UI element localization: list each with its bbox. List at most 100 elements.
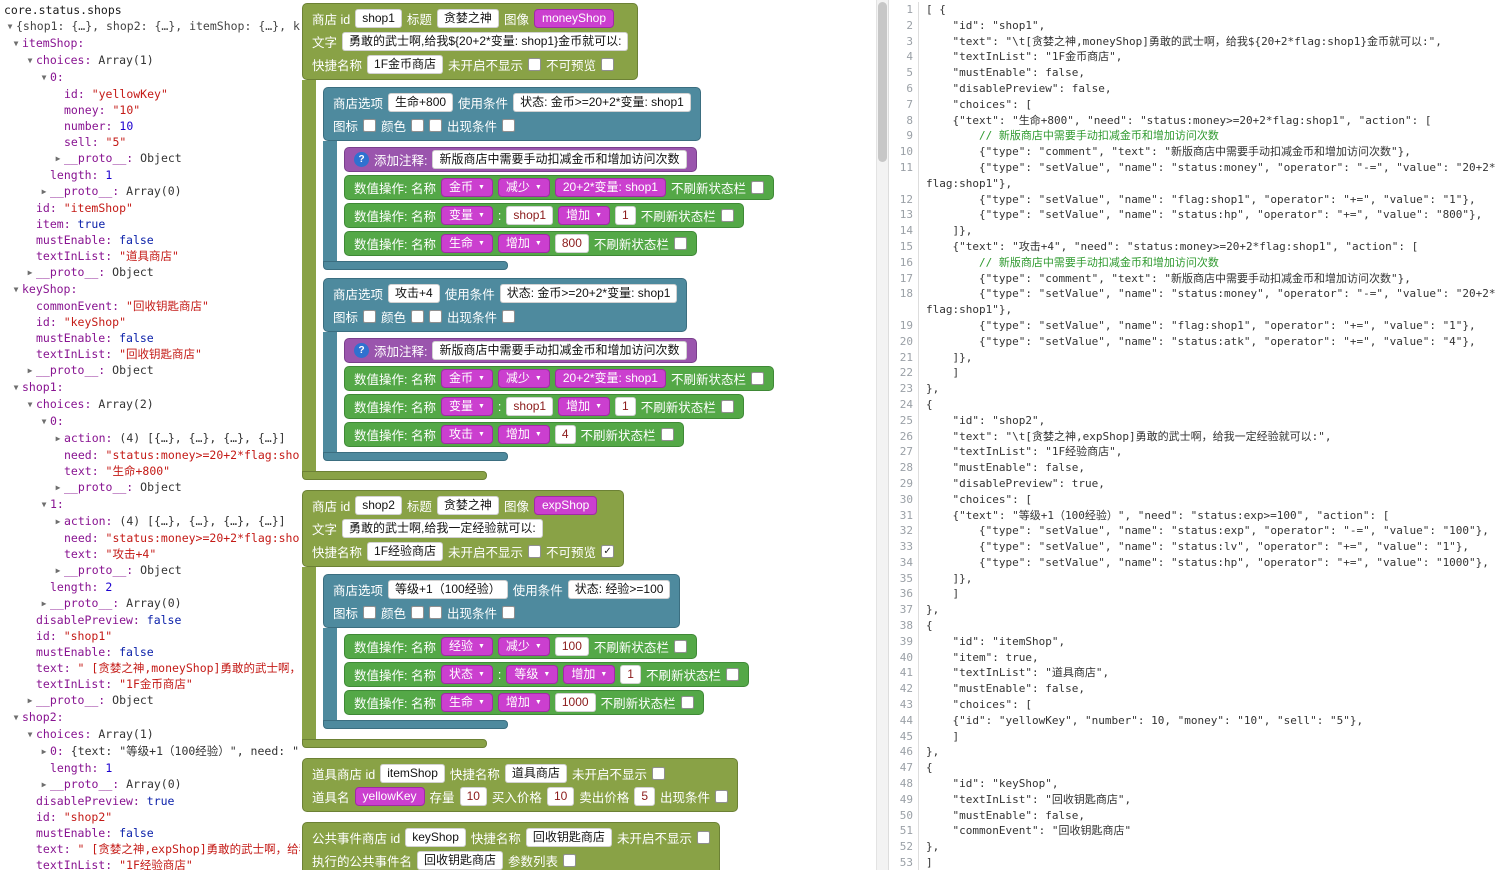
code-line[interactable]: 9 // 新版商店中需要手动扣减金币和增加访问次数	[889, 128, 1501, 145]
block-dropdown[interactable]: 增加▼	[497, 425, 550, 444]
block-value-field[interactable]: 10	[546, 787, 575, 806]
block-text-field[interactable]: 贪婪之神	[436, 496, 499, 515]
expand-arrow-icon[interactable]: ▶	[27, 696, 33, 705]
code-line[interactable]: 8 {"text": "生命+800", "need": "status:mon…	[889, 112, 1501, 129]
code-line[interactable]: 13 {"type": "setValue", "name": "status:…	[889, 207, 1501, 224]
block-checkbox[interactable]	[680, 696, 694, 709]
block-text-field[interactable]: 新版商店中需要手动扣减金币和增加访问次数	[432, 150, 687, 169]
block-text-field[interactable]: 新版商店中需要手动扣减金币和增加访问次数	[432, 341, 687, 360]
block-dropdown[interactable]: 增加▼	[558, 397, 611, 416]
block-dropdown[interactable]: 攻击▼	[440, 425, 493, 444]
code-line[interactable]: 27 "textInList": "1F经验商店",	[889, 444, 1501, 461]
block-text-field[interactable]: 状态: 金币>=20+2*变量: shop1	[499, 284, 678, 303]
vertical-scrollbar[interactable]	[876, 0, 888, 870]
code-editor[interactable]: 1[ {2 "id": "shop1",3 "text": "\t[贪婪之神,m…	[888, 0, 1501, 870]
block-dropdown[interactable]: 状态▼	[440, 665, 493, 684]
code-line[interactable]: 29 "disablePreview": true,	[889, 475, 1501, 492]
block-text-field[interactable]: 回收钥匙商店	[525, 828, 612, 847]
block-text-field[interactable]: shop1	[355, 9, 402, 28]
block-value-field[interactable]: 800	[554, 234, 589, 253]
collapse-arrow-icon[interactable]: ▼	[27, 730, 33, 739]
block-text-field[interactable]: 道具商店	[504, 764, 567, 783]
block-value-field[interactable]: 1	[620, 665, 641, 684]
code-line[interactable]: 52},	[889, 839, 1501, 856]
block-value-field[interactable]: 1	[615, 206, 636, 225]
expand-arrow-icon[interactable]: ▶	[55, 517, 61, 526]
expand-arrow-icon[interactable]: ▶	[41, 780, 47, 789]
block-checkbox[interactable]	[411, 606, 425, 619]
block-dropdown[interactable]: 生命▼	[440, 234, 493, 253]
code-line[interactable]: 11 {"type": "setValue", "name": "status:…	[889, 159, 1501, 192]
block-checkbox[interactable]	[715, 790, 729, 803]
code-line[interactable]: 39 "id": "itemShop",	[889, 633, 1501, 650]
block-dropdown[interactable]: 增加▼	[558, 206, 611, 225]
block-value-field[interactable]: 100	[554, 637, 589, 656]
code-line[interactable]: 24{	[889, 396, 1501, 413]
block-checkbox[interactable]	[720, 209, 734, 222]
comment-block[interactable]: ?添加注释:新版商店中需要手动扣减金币和增加访问次数	[344, 147, 697, 172]
block-text-field[interactable]: 生命+800	[388, 93, 454, 112]
block-checkbox[interactable]	[726, 668, 739, 681]
block-checkbox[interactable]	[528, 545, 542, 558]
code-line[interactable]: 50 "mustEnable": false,	[889, 807, 1501, 824]
code-line[interactable]: 30 "choices": [	[889, 491, 1501, 508]
code-line[interactable]: 1[ {	[889, 2, 1501, 18]
block-checkbox[interactable]	[673, 640, 687, 653]
block-checkbox[interactable]	[660, 428, 674, 441]
block-checkbox[interactable]	[363, 119, 377, 132]
block-checkbox[interactable]	[502, 606, 516, 619]
block-checkbox[interactable]	[720, 400, 734, 413]
collapse-arrow-icon[interactable]: ▼	[13, 383, 19, 392]
block-dropdown[interactable]: 金币▼	[440, 178, 493, 197]
block-text-field[interactable]: 攻击+4	[388, 284, 440, 303]
code-line[interactable]: 35 ]},	[889, 570, 1501, 587]
block-dropdown[interactable]: 变量▼	[440, 206, 493, 225]
block-dropdown[interactable]: 减少▼	[497, 369, 550, 388]
collapse-arrow-icon[interactable]: ▼	[13, 39, 19, 48]
block-text-field[interactable]: 1F经验商店	[367, 542, 444, 561]
block-text-field[interactable]: 贪婪之神	[436, 9, 499, 28]
collapse-arrow-icon[interactable]: ▼	[41, 73, 47, 82]
code-line[interactable]: 25 "id": "shop2",	[889, 412, 1501, 429]
collapse-arrow-icon[interactable]: ▼	[7, 22, 13, 31]
block-checkbox[interactable]	[363, 606, 377, 619]
block-checkbox[interactable]	[651, 767, 665, 780]
code-line[interactable]: 5 "mustEnable": false,	[889, 65, 1501, 81]
collapse-arrow-icon[interactable]: ▼	[41, 417, 47, 426]
block-text-field[interactable]: 回收钥匙商店	[417, 851, 504, 870]
block-dropdown[interactable]: 变量▼	[440, 397, 493, 416]
code-line[interactable]: 14 ]},	[889, 223, 1501, 239]
block-checkbox[interactable]	[502, 119, 516, 132]
block-text-field[interactable]: 勇敢的武士啊,给我一定经验就可以:	[342, 519, 543, 538]
collapse-arrow-icon[interactable]: ▼	[13, 713, 19, 722]
code-line[interactable]: 38{	[889, 618, 1501, 634]
block-dropdown[interactable]: 20+2*变量: shop1	[554, 369, 666, 388]
block-text-field[interactable]: itemShop	[380, 764, 445, 783]
block-dropdown[interactable]: 减少▼	[497, 178, 550, 197]
code-line[interactable]: 48 "id": "keyShop",	[889, 776, 1501, 792]
block-checkbox[interactable]	[750, 181, 764, 194]
code-line[interactable]: 12 {"type": "setValue", "name": "flag:sh…	[889, 191, 1501, 208]
code-line[interactable]: 40 "item": true,	[889, 649, 1501, 666]
code-line[interactable]: 6 "disablePreview": false,	[889, 80, 1501, 97]
code-line[interactable]: 53]	[889, 855, 1501, 870]
code-line[interactable]: 43 "choices": [	[889, 697, 1501, 713]
scrollbar-thumb[interactable]	[878, 2, 887, 162]
